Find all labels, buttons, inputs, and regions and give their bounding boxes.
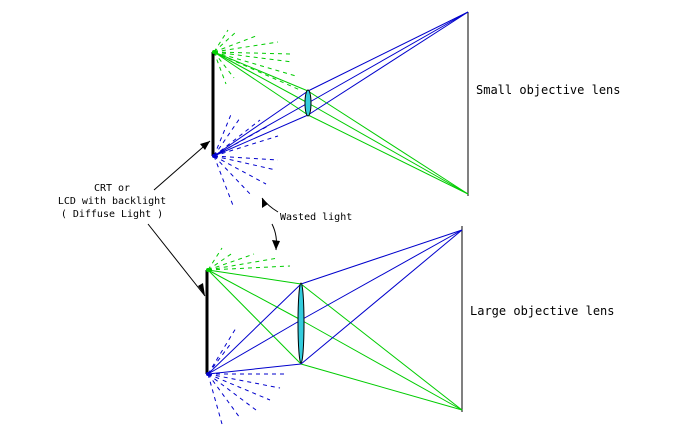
small-lens-diagram: Small objective lens [211,11,621,209]
source-label-line-1: CRT or [94,183,130,194]
small-objective-lens [304,89,312,117]
screen-bottom-point-large [206,372,210,376]
green-rays-large [207,269,463,411]
wasted-light-rays-bottom-small [213,111,279,209]
small-lens-label: Small objective lens [476,83,621,97]
large-lens-label: Large objective lens [470,304,615,318]
source-arrow-top [153,140,211,191]
screen-bottom-point-small [212,154,216,158]
large-lens-diagram: Large objective lens [205,226,615,425]
wasted-arrowhead-bottom [272,240,280,250]
screen-top-point-large [206,268,210,272]
green-rays-small [213,51,469,195]
wasted-light-annotation: Wasted light [261,197,352,251]
source-annotation: CRT or LCD with backlight ( Diffuse Ligh… [58,140,211,297]
wasted-arrowhead-top [262,198,268,208]
large-objective-lens [297,282,305,364]
wasted-light-label: Wasted light [280,212,352,223]
wasted-light-rays-top-large [207,247,291,271]
wasted-light-rays-top-small [213,29,301,91]
screen-top-point-small [212,50,216,54]
wasted-light-rays-bottom-large [207,327,286,425]
source-label-line-2: LCD with backlight [58,196,166,207]
blue-rays-large [207,229,463,375]
source-label-line-3: ( Diffuse Light ) [61,209,163,220]
blue-rays-small [213,11,469,157]
source-arrowhead-bottom [198,283,205,296]
source-arrow-bottom [147,223,206,297]
source-arrowhead-top [200,141,210,150]
